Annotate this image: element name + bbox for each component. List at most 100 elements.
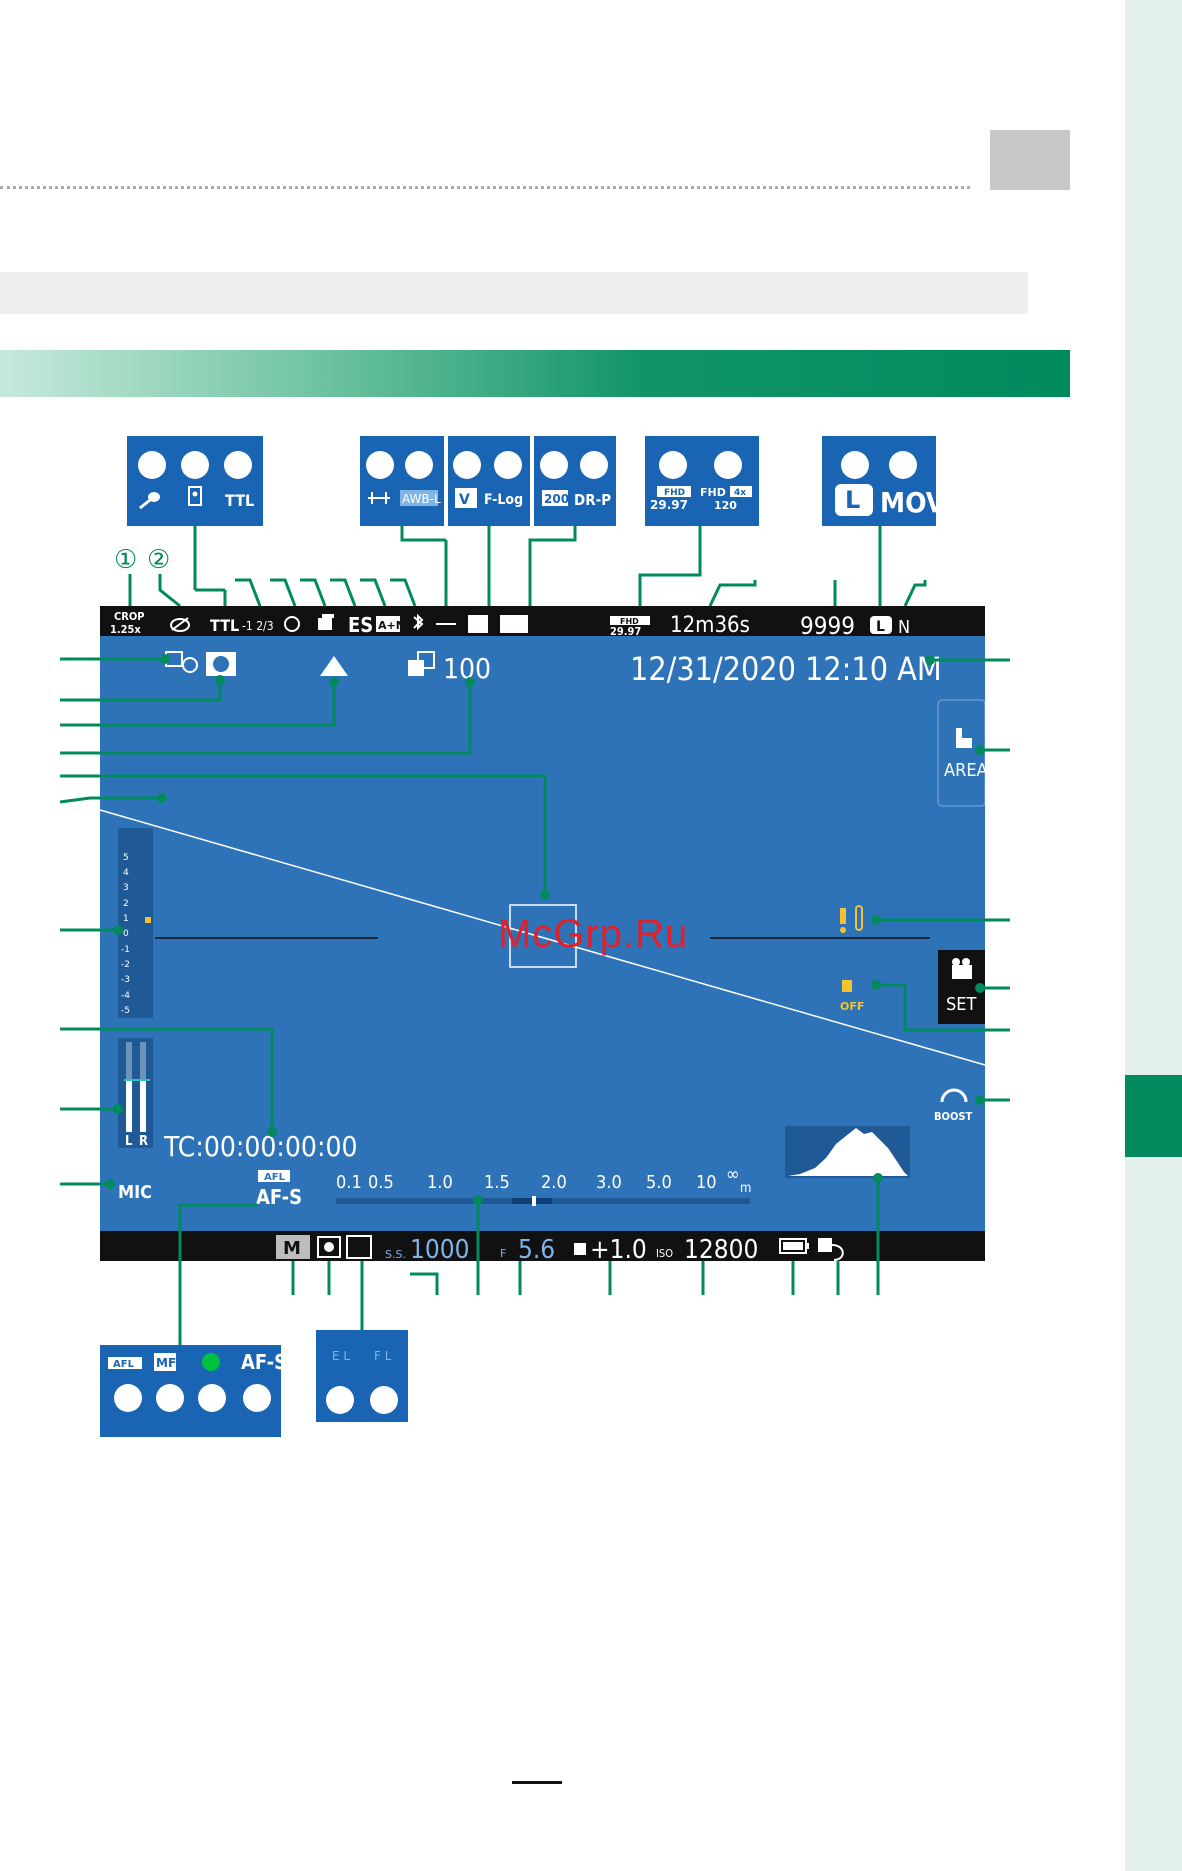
shutter-speed: 1000 [410, 1235, 470, 1265]
aperture: 5.6 [518, 1235, 555, 1265]
date-time: 12/31/2020 12:10 AM [630, 650, 942, 688]
svg-text:∞: ∞ [726, 1164, 740, 1185]
sound-off-icon [842, 980, 852, 992]
svg-text:-1: -1 [121, 945, 130, 955]
svg-text:3.0: 3.0 [596, 1172, 622, 1193]
sensitivity-icon [408, 651, 435, 676]
lcd-display-diagram: TTL AWB-L V F-Log 200 DR-P FHD 29.97 FHD… [0, 420, 1070, 1440]
meter-needle [145, 917, 151, 923]
image-size: L [876, 619, 885, 635]
touch-area-icon [956, 728, 972, 748]
svg-text:3: 3 [123, 883, 129, 893]
f-label: F [500, 1247, 506, 1260]
callout-box-film: V F-Log [448, 436, 530, 526]
frames-remaining: 9999 [800, 612, 855, 640]
metering-mode: A+M [378, 619, 407, 632]
mov-label: MOV [880, 486, 946, 519]
callout-1: ① [114, 545, 137, 575]
movie-camera-icon [952, 958, 972, 979]
callout-box-flash: TTL [127, 436, 263, 526]
distance-indicator [532, 1196, 536, 1206]
section-band [0, 272, 1070, 314]
svg-text:-4: -4 [121, 991, 130, 1001]
boost-label: BOOST [934, 1110, 972, 1123]
chapter-tab [1125, 1075, 1182, 1157]
4x-label: 4x [734, 488, 746, 498]
svg-text:-5: -5 [121, 1006, 130, 1016]
svg-text:5: 5 [123, 853, 129, 863]
audio-level-meter [118, 1038, 153, 1148]
svg-text:1.5: 1.5 [484, 1172, 510, 1193]
top-leader-ticks [235, 578, 927, 607]
white-balance-icon [368, 492, 390, 504]
level-line [99, 809, 986, 1066]
flash-ttl-label: TTL [225, 491, 254, 510]
metering-icon [317, 1236, 341, 1258]
sound-off-label: OFF [840, 1000, 864, 1013]
svg-text:2.0: 2.0 [541, 1172, 567, 1193]
focus-mode: AF-S [256, 1185, 302, 1209]
120-label: 120 [714, 499, 737, 512]
flash-mode: TTL [210, 616, 239, 635]
left-leader-dots [105, 654, 550, 1189]
section-band-end [1028, 272, 1070, 314]
iso-label: ISO [656, 1247, 673, 1260]
callout-box-focus: AFL MF AF-S [100, 1345, 287, 1437]
mf-label: MF [156, 1356, 176, 1370]
svg-text:10: 10 [696, 1172, 717, 1193]
crop-label: CROP [114, 610, 145, 623]
top-status-bar [100, 606, 985, 636]
fhd4k-label: FHD [700, 486, 726, 499]
exposure-comp: +1.0 [590, 1235, 647, 1265]
svg-text:-2: -2 [121, 960, 130, 970]
ae-af-lock-icon [346, 1235, 372, 1259]
battery-icon [779, 1238, 809, 1254]
afl-label: AFL [264, 1172, 286, 1183]
svg-text:4: 4 [123, 868, 129, 878]
left-leader-lines [59, 657, 547, 1186]
mic-icon [139, 492, 160, 510]
callout-2: ② [147, 545, 170, 575]
svg-text:V: V [459, 492, 470, 508]
meter-ticks: 5 4 3 2 1 0 -1 -2 -3 -4 -5 [121, 853, 130, 1016]
callout-box-movie: FHD 29.97 FHD 4x 120 [645, 436, 759, 526]
remote-icon [188, 486, 202, 506]
focus-frame [509, 904, 577, 968]
self-timer-icon [284, 616, 300, 632]
size-l-label: L [845, 486, 860, 514]
section-header-bar [0, 350, 1070, 397]
image-quality: N [898, 617, 910, 638]
right-leader-dots [871, 655, 985, 1105]
continuous-shot-icon [318, 614, 334, 630]
record-time: 12m36s [670, 613, 750, 638]
film-sim-icon [468, 615, 488, 633]
flog-label: F-Log [484, 492, 523, 508]
power-plug-icon [818, 1238, 844, 1261]
afl-box-label: AFL [113, 1359, 135, 1370]
fl-label: F L [374, 1349, 392, 1363]
temperature-warning-icon [840, 905, 863, 933]
level-l: L [125, 1134, 133, 1149]
svg-text:5.0: 5.0 [646, 1172, 672, 1193]
movie-fps: 29.97 [610, 625, 641, 638]
awb-label: AWB-L [402, 492, 441, 506]
set-label: SET [946, 994, 977, 1015]
ss-label: S.S. [385, 1248, 406, 1261]
svg-text:-3: -3 [121, 975, 130, 985]
flash-comp: -1 2/3 [242, 619, 274, 633]
mic-label: MIC [118, 1182, 152, 1203]
drp-label: DR-P [574, 491, 611, 509]
watermark: McGrp.Ru [498, 912, 689, 956]
dr-icon [500, 615, 528, 633]
landscape-icon [320, 656, 348, 676]
callout-box-dr: 200 DR-P [534, 436, 616, 526]
callout-box-lock: E L F L [316, 1330, 408, 1422]
focus-indicator-icon [202, 1353, 220, 1371]
exposure-mode: M [283, 1238, 301, 1259]
level-r: R [139, 1134, 148, 1149]
fhd-box-label: FHD [664, 488, 685, 498]
svg-text:m: m [740, 1181, 751, 1196]
iso-value: 12800 [684, 1235, 758, 1265]
callout-box-size: L MOV [822, 436, 946, 526]
svg-text:2: 2 [123, 899, 129, 909]
